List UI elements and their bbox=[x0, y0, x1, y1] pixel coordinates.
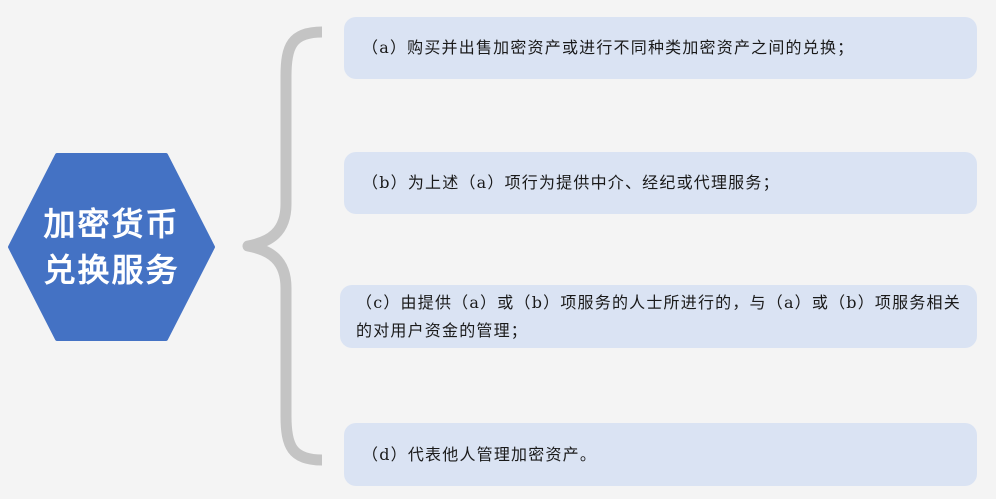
curly-brace bbox=[242, 26, 323, 466]
service-item-c: （c）由提供（a）或（b）项服务的人士所进行的，与（a）或（b）项服务相关的对用… bbox=[340, 285, 977, 348]
service-item-d-text: （d）代表他人管理加密资产。 bbox=[362, 444, 598, 464]
service-item-d: （d）代表他人管理加密资产。 bbox=[344, 423, 977, 486]
service-item-a: （a）购买并出售加密资产或进行不同种类加密资产之间的兑换； bbox=[344, 17, 977, 79]
central-hexagon: 加密货币 兑换服务 bbox=[7, 152, 216, 342]
central-title-line2: 兑换服务 bbox=[43, 251, 180, 289]
service-item-b-text: （b）为上述（a）项行为提供中介、经纪或代理服务； bbox=[362, 173, 780, 192]
service-item-c-text: （c）由提供（a）或（b）项服务的人士所进行的，与（a）或（b）项服务相关的对用… bbox=[356, 292, 961, 340]
service-item-a-text: （a）购买并出售加密资产或进行不同种类加密资产之间的兑换； bbox=[362, 38, 855, 57]
hexagon-shape bbox=[8, 153, 215, 341]
service-item-b: （b）为上述（a）项行为提供中介、经纪或代理服务； bbox=[344, 152, 977, 214]
central-title: 加密货币 兑换服务 bbox=[7, 152, 216, 342]
central-title-line1: 加密货币 bbox=[43, 205, 180, 243]
